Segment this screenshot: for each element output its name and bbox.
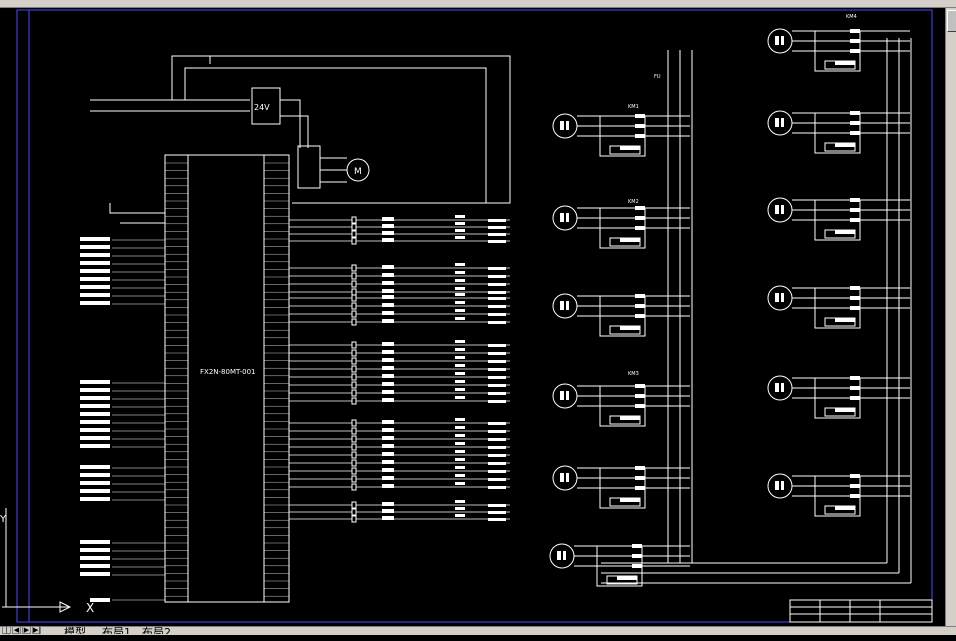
- electrical-schematic: FX2N-80MT-001 24V M FU KM1 KM2 KM3 KM4 X…: [0, 9, 933, 623]
- supply-voltage-label: 24V: [254, 103, 270, 112]
- motor-label: M: [354, 167, 362, 177]
- inverter-label: FU: [654, 74, 661, 80]
- plc-output-rows: [264, 162, 289, 597]
- output-circuits: [289, 215, 510, 523]
- new-icon[interactable]: [2, 0, 12, 6]
- ucs-x-label: X: [86, 601, 94, 615]
- prev-tab-button[interactable]: ◀: [12, 626, 21, 634]
- title-block: [789, 599, 933, 623]
- km-label-2: KM2: [628, 199, 639, 205]
- vertical-scrollbar[interactable]: [945, 8, 956, 626]
- tab-bar: [0, 626, 956, 635]
- print-icon[interactable]: [40, 0, 50, 6]
- copy-icon[interactable]: [94, 0, 104, 6]
- undo-icon[interactable]: [140, 0, 150, 6]
- scroll-thumb[interactable]: [947, 10, 956, 32]
- pan-icon[interactable]: [190, 0, 200, 6]
- ucs-y-label: Y: [0, 514, 7, 525]
- first-tab-button[interactable]: |◀: [2, 626, 11, 641]
- plc-model-label: FX2N-80MT-001: [200, 368, 256, 376]
- cut-icon[interactable]: [80, 0, 90, 6]
- km-label-1: KM1: [628, 104, 639, 110]
- next-tab-button[interactable]: ▶: [22, 626, 31, 634]
- last-tab-button[interactable]: ▶|: [32, 626, 41, 634]
- tab-layout1[interactable]: 布局1: [102, 626, 131, 634]
- ucs-icon: [2, 508, 72, 613]
- toolbar: [0, 0, 956, 8]
- layer-icon[interactable]: [590, 0, 600, 6]
- km-label-3: KM3: [628, 371, 639, 377]
- schematic-lines: [90, 55, 511, 603]
- power-bus: [601, 38, 912, 584]
- km-label-4: KM4: [846, 14, 857, 20]
- tab-model[interactable]: 模型: [64, 626, 86, 634]
- paste-icon[interactable]: [108, 0, 118, 6]
- properties-icon[interactable]: [360, 0, 370, 6]
- help-icon[interactable]: [632, 0, 642, 6]
- tab-layout2[interactable]: 布局2: [142, 626, 171, 634]
- drawing-canvas[interactable]: FX2N-80MT-001 24V M FU KM1 KM2 KM3 KM4 X…: [0, 8, 945, 626]
- drawing-frame: [16, 9, 933, 623]
- motor-circuits: [549, 28, 910, 587]
- open-icon[interactable]: [14, 0, 24, 6]
- plc-input-rows: [80, 162, 188, 602]
- zoom-icon[interactable]: [210, 0, 220, 6]
- save-icon[interactable]: [26, 0, 36, 6]
